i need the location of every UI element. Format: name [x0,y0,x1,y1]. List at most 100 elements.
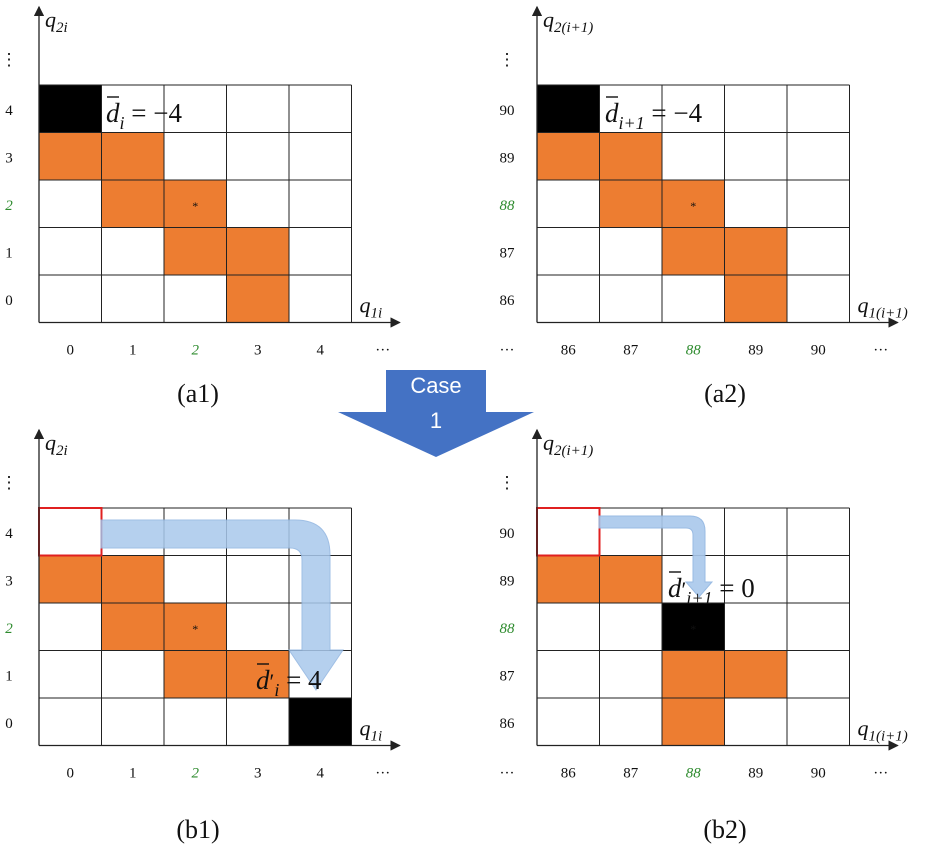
annotation-label: d′i+1 = 0 [668,573,755,608]
orange-cell [599,180,662,228]
orange-cell [226,227,289,275]
orange-cell [39,132,102,180]
case-arrow-shape [338,370,534,457]
orange-cell [101,132,164,180]
x-left-ellipsis: ··· [500,766,515,782]
orange-cell [724,227,787,275]
orange-cell [599,555,662,603]
x-tick-label: 86 [561,766,577,782]
orange-cell [599,132,662,180]
x-axis-label: q1i [360,716,383,745]
y-ellipsis: ⋮ [1,473,18,492]
y-tick-label: 3 [5,573,13,589]
x-tick-label: 1 [129,766,137,782]
x-tick-label: 0 [67,343,75,359]
y-tick-label: 0 [5,716,13,732]
y-ellipsis: ⋮ [499,473,516,492]
orange-cell [101,555,164,603]
y-tick-label: 87 [500,668,516,684]
panel-caption: (b1) [176,815,219,844]
orange-cell [164,650,227,698]
y-ellipsis: ⋮ [499,50,516,69]
orange-cell [39,555,102,603]
orange-cell [101,603,164,651]
orange-cell [537,132,600,180]
x-tick-label: 88 [686,343,702,359]
y-tick-label: 4 [5,103,13,119]
y-tick-label: 88 [500,198,516,214]
y-tick-label: 0 [5,293,13,309]
outlined-cell [38,507,103,557]
x-ellipsis: ··· [873,343,888,359]
x-tick-label: 89 [748,343,763,359]
path-arrow [598,515,714,598]
y-axis-label: q2(i+1) [543,430,593,459]
annotation-label: di+1 = −4 [605,98,703,133]
y-axis-label: q2i [45,430,68,459]
case-arrow: Case 1 [338,370,534,457]
y-tick-label: 3 [5,150,13,166]
panel-caption: (a2) [704,379,746,408]
orange-cell [662,227,725,275]
orange-cell [537,555,600,603]
panels: * q2i q1i 4 3 2 1 0 ⋮ 0 1 2 3 4 ··· (a1) di = −4 * q2(i+1)… [1,5,908,844]
y-axis-label: q2(i+1) [543,7,593,36]
y-tick-label: 88 [500,621,516,637]
y-tick-label: 2 [5,621,13,637]
x-tick-label: 88 [686,766,702,782]
orange-cell [662,180,725,228]
annotation-label: d′i = 4 [256,665,322,700]
orange-cell [662,650,725,698]
x-ellipsis: ··· [873,766,888,782]
x-ellipsis: ··· [375,766,390,782]
x-tick-label: 90 [811,343,826,359]
y-tick-label: 87 [500,245,516,261]
case-arrow-label-line2: 1 [430,408,442,433]
outlined-cell [536,507,601,557]
x-axis-label: q1(i+1) [858,293,908,322]
path-arrow [100,519,344,691]
x-tick-label: 3 [254,343,262,359]
black-cell [537,85,600,133]
y-tick-label: 89 [500,150,515,166]
orange-cell [164,227,227,275]
y-tick-label: 86 [500,716,516,732]
panel-caption: (a1) [177,379,219,408]
y-tick-label: 1 [5,245,13,261]
x-tick-label: 87 [623,766,639,782]
orange-cell [226,275,289,323]
orange-cell [724,650,787,698]
black-cell [39,85,102,133]
orange-cell [724,275,787,323]
center-mark: * [690,199,696,213]
center-mark: * [192,199,198,213]
x-tick-label: 0 [67,766,75,782]
orange-cell [226,650,289,698]
black-cell [289,698,352,746]
x-tick-label: 2 [192,766,200,782]
center-mark: * [690,622,696,636]
orange-cell [101,180,164,228]
x-tick-label: 86 [561,343,577,359]
x-tick-label: 4 [317,343,325,359]
y-tick-label: 2 [5,198,13,214]
x-ellipsis: ··· [375,343,390,359]
x-axis-label: q1i [360,293,383,322]
x-axis-label: q1(i+1) [858,716,908,745]
y-axis-label: q2i [45,7,68,36]
path-arrow-shape [598,515,714,598]
path-arrow-shape [100,519,344,691]
y-tick-label: 89 [500,573,515,589]
annotation-label: di = −4 [106,98,182,133]
x-tick-label: 2 [192,343,200,359]
y-tick-label: 90 [500,526,515,542]
x-tick-label: 90 [811,766,826,782]
y-tick-label: 4 [5,526,13,542]
x-tick-label: 3 [254,766,262,782]
orange-cell [164,603,227,651]
